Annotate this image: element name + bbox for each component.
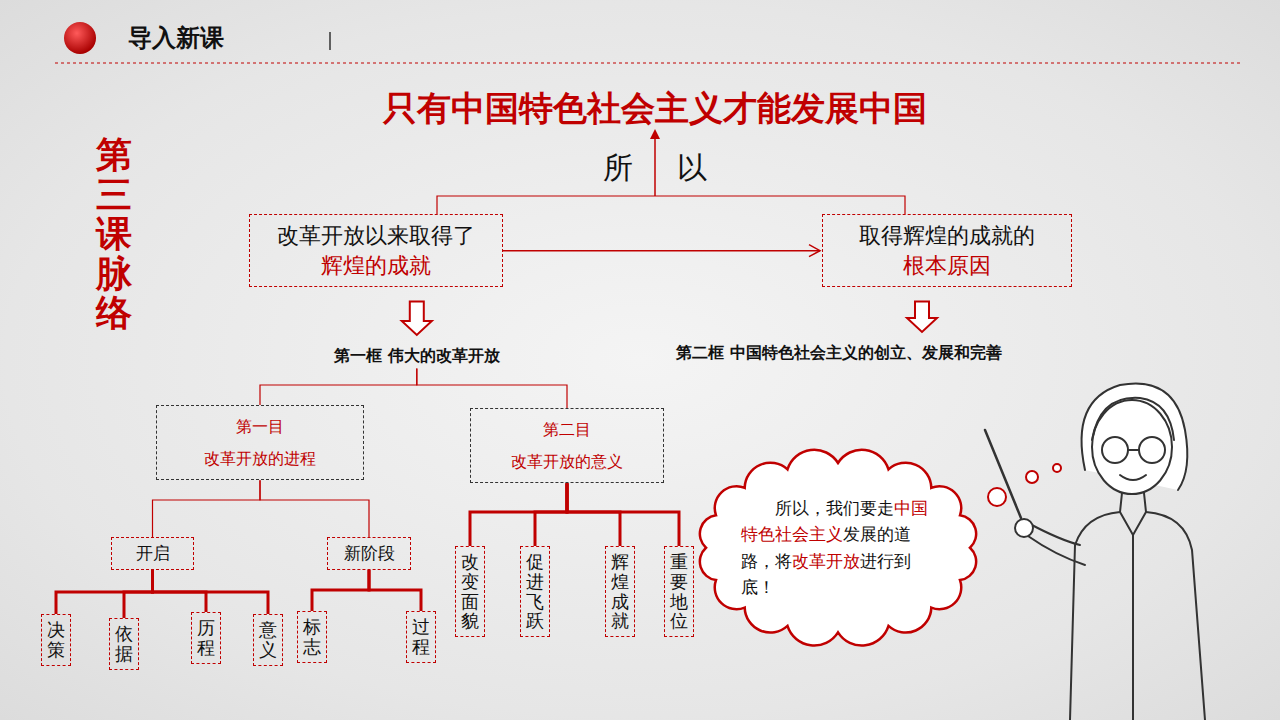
box-text: 促进飞跃: [526, 552, 544, 631]
box-text: 改革开放以来取得了: [258, 221, 494, 251]
box-text: 标志: [303, 617, 321, 657]
point-box: 辉煌成就: [605, 546, 635, 637]
header-bar: [329, 32, 331, 50]
box-text: 改革开放的进程: [163, 448, 357, 470]
connector: [153, 570, 269, 614]
point-box: 重要地位: [664, 546, 694, 637]
connector: [503, 250, 820, 252]
point-box: 过程: [406, 611, 436, 663]
box-text: 决策: [47, 620, 65, 660]
topic-box: 第一目改革开放的进程: [156, 405, 364, 480]
box-text: 意义: [259, 620, 277, 660]
connector: [535, 483, 567, 546]
point-box: 依据: [109, 618, 139, 670]
connector: [567, 483, 620, 546]
stage-box: 新阶段: [327, 537, 411, 570]
box-text: 取得辉煌的成就的: [831, 221, 1063, 251]
box-text: 开启: [118, 542, 187, 565]
thought-cloud: 所以，我们要走中国特色社会主义发展的道路，将改革开放进行到底！: [688, 445, 988, 650]
box-text: 改变面貌: [461, 552, 479, 631]
stage-box: 开启: [111, 537, 194, 570]
point-box: 意义: [253, 614, 283, 666]
connector: [417, 369, 567, 408]
box-text: 新阶段: [334, 542, 404, 565]
box-text: 辉煌的成就: [258, 251, 494, 281]
header-title: 导入新课: [128, 22, 224, 54]
callout-text: 改革开放: [792, 551, 860, 571]
connector: [470, 483, 567, 546]
connector: [312, 570, 369, 611]
title: 只有中国特色社会主义才能发展中国: [355, 86, 955, 132]
section-heading: 第二框 中国特色社会主义的创立、发展和完善: [672, 340, 1172, 366]
box-text: 辉煌成就: [611, 552, 629, 631]
point-box: 标志: [297, 611, 327, 663]
box-text: 重要地位: [670, 552, 688, 631]
connector: [153, 480, 261, 537]
connector: [907, 301, 937, 332]
connector: [260, 480, 369, 537]
cloud-path: [700, 450, 976, 646]
bracket: [437, 196, 905, 214]
box-text: 第二框 中国特色社会主义的创立、发展和完善: [676, 342, 1168, 364]
header-rule: [55, 63, 1240, 64]
box-text: 第一框 伟大的改革开放: [334, 345, 500, 367]
point-box: 促进飞跃: [520, 546, 550, 637]
connector: [124, 570, 153, 618]
result-box: 改革开放以来取得了辉煌的成就: [249, 214, 503, 287]
box-text: 第一目: [163, 416, 357, 438]
box-text: 改革开放的意义: [477, 451, 657, 473]
teacher-figure: [985, 383, 1205, 720]
box-text: 过程: [412, 617, 430, 657]
callout-text: 所以，我们要走: [775, 498, 894, 518]
cause-box: 取得辉煌的成就的根本原因: [822, 214, 1072, 287]
section-heading: 第一框 伟大的改革开放: [330, 343, 504, 369]
connector: [260, 369, 417, 405]
box-text: 依据: [115, 624, 133, 664]
header-dot: [64, 22, 96, 54]
connector: [567, 483, 679, 546]
connector-label: 所 以: [555, 148, 755, 189]
box-text: 历程: [197, 618, 215, 658]
box-text: 第二目: [477, 419, 657, 441]
connector: [402, 301, 432, 335]
thought-bubble: [988, 488, 1006, 506]
cloud-outline: [688, 445, 988, 650]
side-heading: 第三课脉络: [96, 135, 132, 333]
connector: [369, 570, 421, 611]
point-box: 决策: [41, 614, 71, 666]
thought-bubble: [1026, 471, 1038, 483]
thought-bubble: [1053, 464, 1061, 472]
topic-box: 第二目改革开放的意义: [470, 408, 664, 483]
point-box: 改变面貌: [455, 546, 485, 637]
point-box: 历程: [191, 612, 221, 664]
cloud-text: 所以，我们要走中国特色社会主义发展的道路，将改革开放进行到底！: [741, 495, 935, 600]
box-text: 根本原因: [831, 251, 1063, 281]
